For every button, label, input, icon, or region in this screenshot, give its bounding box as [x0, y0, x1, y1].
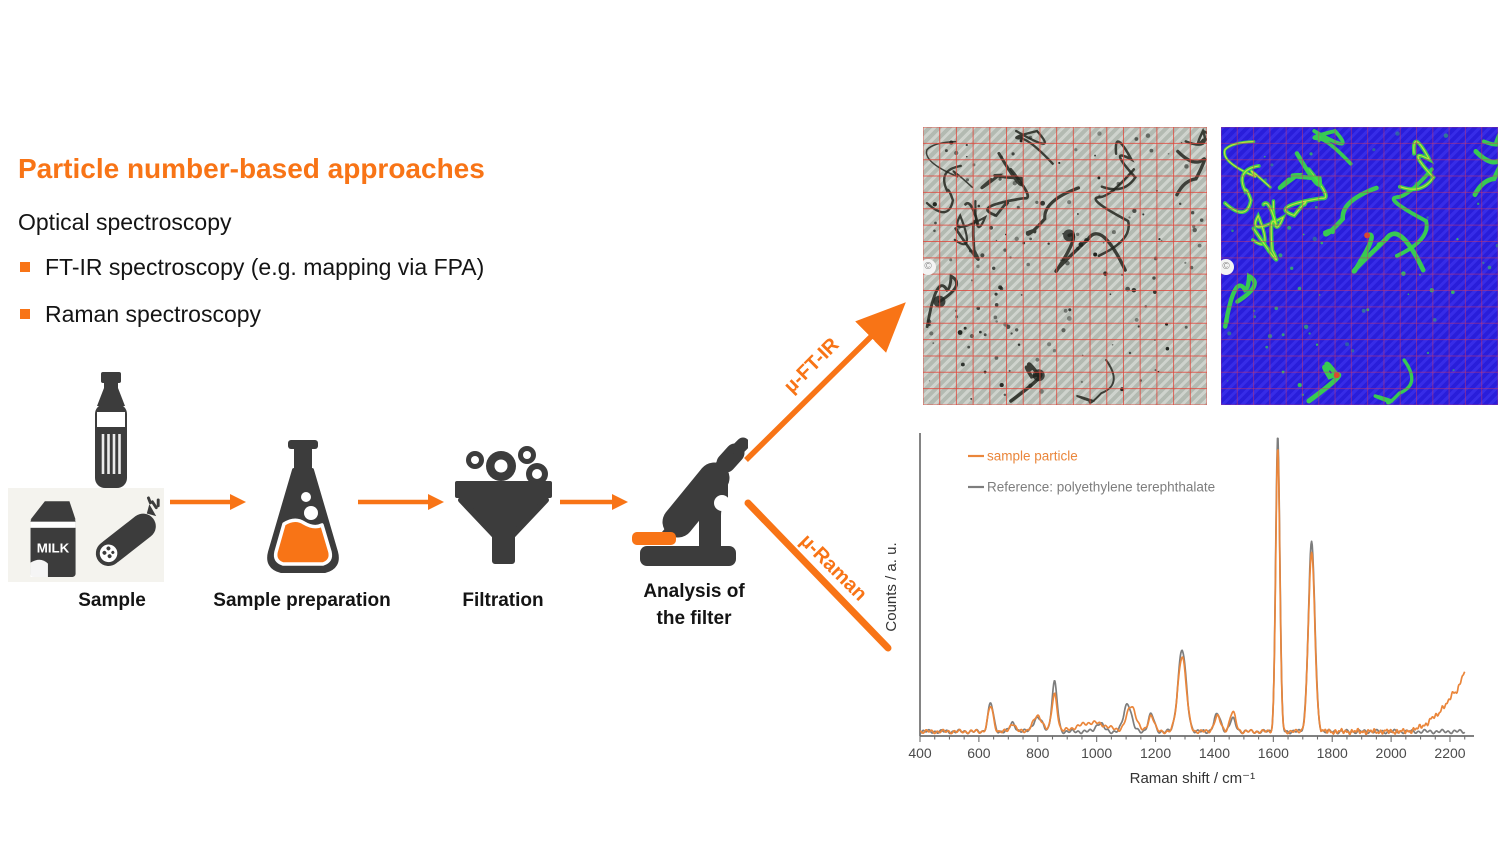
fibre-particle [1076, 359, 1115, 404]
flask-icon [258, 440, 348, 583]
measurement-grid [923, 127, 1207, 405]
fibre-particle [1054, 232, 1127, 273]
step-label-analysis: Analysis of the filter [643, 581, 745, 629]
flow-arrow [358, 494, 444, 510]
fibre-particle [1175, 149, 1207, 197]
x-axis-title: Raman shift / cm⁻¹ [1130, 770, 1255, 787]
svg-text:1600: 1600 [1258, 745, 1289, 761]
y-axis-title: Counts / a. u. [883, 542, 900, 631]
fibre-particle [1025, 186, 1081, 236]
sample-box: MILK [8, 488, 164, 582]
fibre-particle [954, 201, 980, 261]
milk-carton-icon: MILK [30, 501, 76, 577]
svg-text:600: 600 [967, 745, 991, 761]
subtitle: Optical spectroscopy [18, 209, 232, 235]
copyright-watermark: © [923, 259, 936, 275]
fibre-particle [1009, 362, 1043, 403]
particle-signal [1306, 361, 1342, 404]
sausage-icon [95, 496, 160, 566]
svg-text:1800: 1800 [1317, 745, 1348, 761]
svg-text:400: 400 [908, 745, 932, 761]
particle-signal [1472, 149, 1498, 198]
svg-text:2200: 2200 [1434, 745, 1465, 761]
ftir-arrow [744, 302, 906, 462]
series-line [919, 449, 1466, 736]
milk-label: MILK [37, 540, 70, 555]
bullet-marker-icon [20, 262, 30, 272]
bullet-marker-icon [20, 309, 30, 319]
flow-arrow [560, 494, 628, 510]
step-label-sample-preparation: Sample preparation [213, 590, 391, 611]
bullet-item: Raman spectroscopy [20, 301, 261, 328]
svg-text:1000: 1000 [1081, 745, 1112, 761]
fibre-particle [1094, 168, 1136, 258]
fibre-particle [1184, 127, 1207, 146]
microscope-icon [630, 428, 750, 573]
fibre-particle [925, 140, 974, 189]
bottle-icon [80, 372, 142, 495]
legend-label: sample particle [987, 449, 1078, 464]
svg-text:1200: 1200 [1140, 745, 1171, 761]
step-label-filtration: Filtration [462, 590, 544, 611]
ftir-map-image: © [923, 127, 1207, 405]
step-label-sample: Sample [78, 590, 146, 611]
flow-arrow [170, 494, 246, 510]
raman-arrow [744, 499, 892, 652]
particle-signal [1323, 185, 1379, 237]
particle-signal [1373, 358, 1414, 405]
bullet-text: FT-IR spectroscopy (e.g. mapping via FPA… [45, 254, 485, 280]
x-tick-labels: 400 600 800 1000 1200 1400 1600 1800 2000 2200 [908, 745, 1465, 761]
funnel-icon [455, 443, 552, 575]
raman-spectrum-chart: 400 600 800 1000 1200 1400 1600 1800 2000 2200Ram… [883, 433, 1474, 787]
svg-text:2000: 2000 [1376, 745, 1407, 761]
legend-label: Reference: polyethylene terephthalate [987, 480, 1215, 495]
bullet-text: Raman spectroscopy [45, 301, 262, 327]
raman-map-image: © [1221, 127, 1498, 405]
fibre-particle [953, 200, 988, 246]
bullet-item: FT-IR spectroscopy (e.g. mapping via FPA… [20, 254, 484, 281]
svg-text:1400: 1400 [1199, 745, 1230, 761]
page-title: Particle number-based approaches [18, 153, 485, 184]
particle-signal [1351, 231, 1426, 274]
copyright-watermark: © [1221, 259, 1234, 275]
measurement-grid [1221, 127, 1498, 405]
svg-text:800: 800 [1026, 745, 1050, 761]
fibre-particle [1100, 140, 1137, 191]
fibre-particle [925, 164, 962, 214]
